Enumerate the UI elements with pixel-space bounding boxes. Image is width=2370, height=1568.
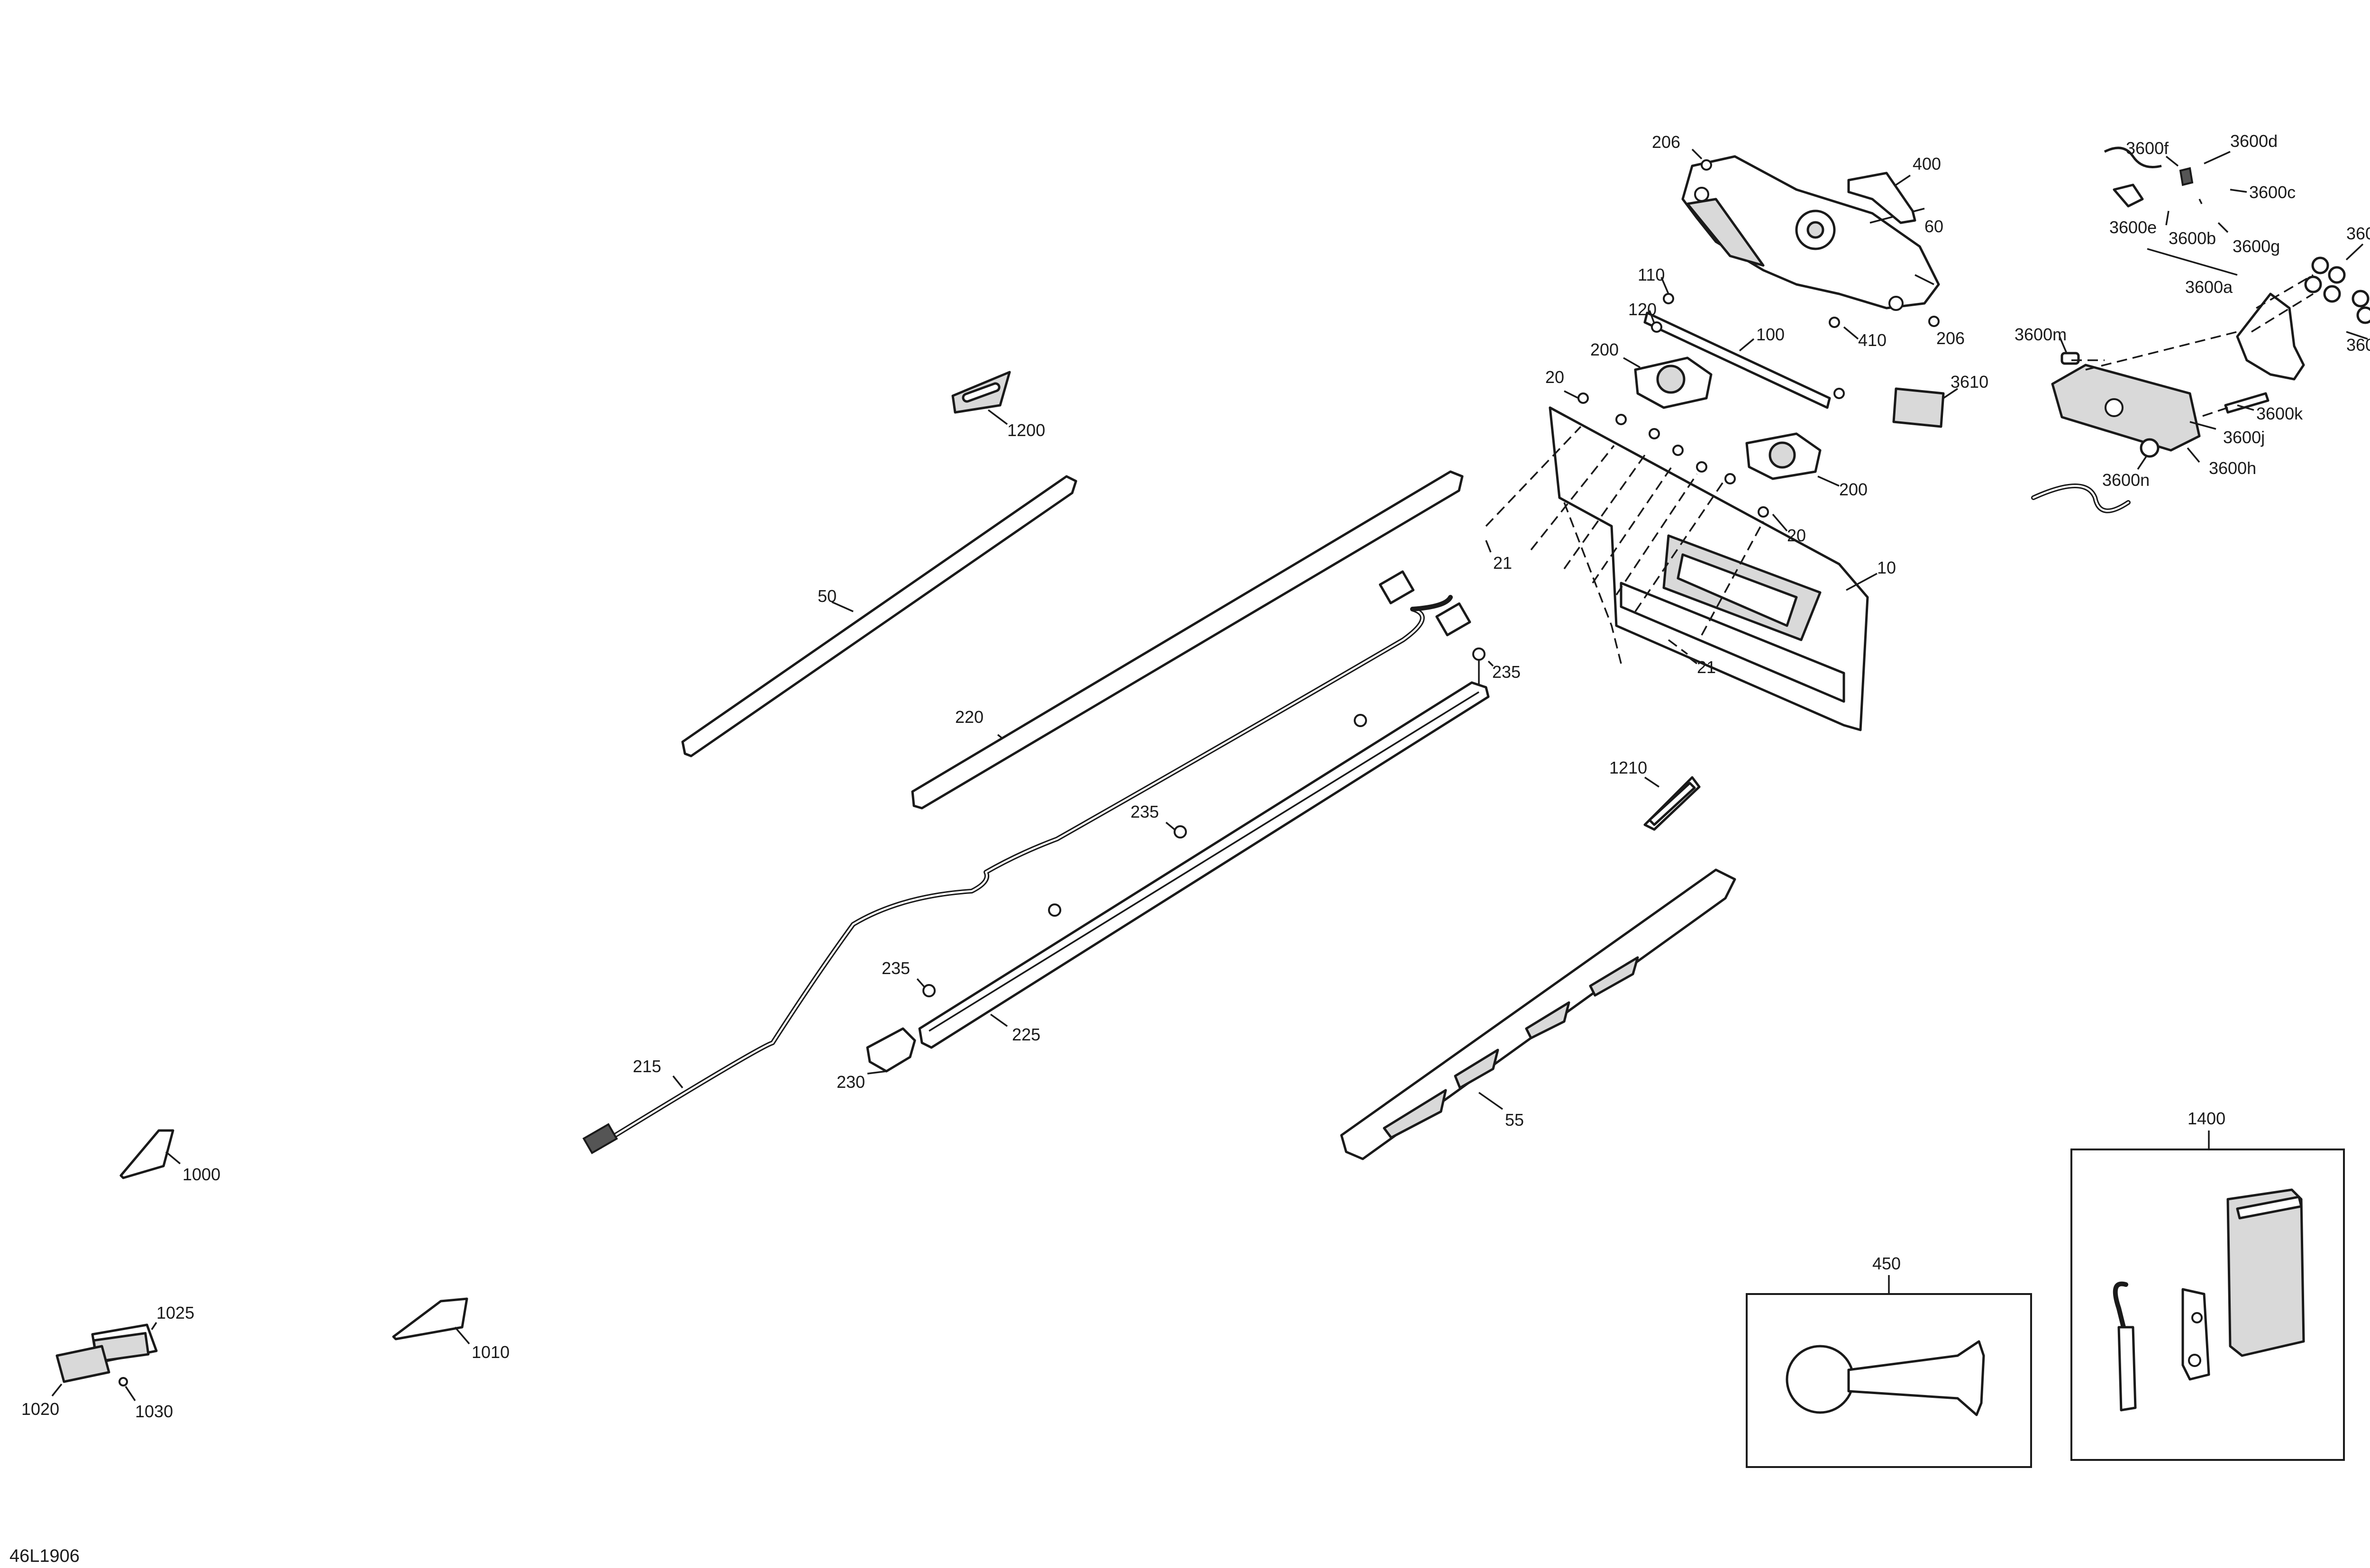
- callout-215: 215: [633, 1057, 661, 1076]
- callout-3600j: 3600j: [2223, 428, 2265, 447]
- callout-410: 410: [1858, 330, 1887, 350]
- callout-200-bottom: 200: [1839, 480, 1868, 499]
- callout-110: 110: [1638, 265, 1665, 284]
- callout-labels: 206 400 60 110 120 100 410 206 200 200 2…: [21, 131, 2370, 1421]
- callout-1025: 1025: [156, 1303, 194, 1322]
- part-10-main-panel: [1549, 406, 1878, 731]
- part-220-trim-strip: [911, 470, 1464, 810]
- part-3610-block: [1892, 387, 1958, 428]
- part-20-21-fasteners: [1485, 390, 1788, 665]
- callout-3600p: 3600p: [2346, 224, 2370, 243]
- part-50-trim-strip: [681, 475, 1077, 757]
- callout-3600d: 3600d: [2230, 131, 2278, 151]
- callout-1210: 1210: [1609, 758, 1647, 777]
- callout-3600m: 3600m: [2014, 325, 2067, 344]
- callout-120: 120: [1628, 300, 1657, 319]
- callout-1400: 1400: [2188, 1109, 2225, 1128]
- part-1400-toolkit-box: [2070, 1130, 2345, 1461]
- part-206-screws: [1691, 148, 1940, 340]
- callout-3600a: 3600a: [2185, 277, 2233, 297]
- callout-20-top: 20: [1545, 367, 1564, 387]
- callout-3610: 3610: [1951, 372, 1988, 392]
- callout-1200: 1200: [1007, 420, 1045, 440]
- part-230-clip: [866, 1027, 916, 1075]
- part-100-bracket-bar: [1643, 277, 1845, 409]
- callout-220: 220: [955, 707, 984, 727]
- callout-10: 10: [1877, 558, 1896, 577]
- callout-200-top: 200: [1590, 340, 1619, 359]
- part-225-rail: [918, 681, 1490, 1049]
- callout-55: 55: [1505, 1110, 1524, 1130]
- callout-3600k: 3600k: [2256, 404, 2303, 423]
- part-1000-decal: [119, 1129, 181, 1179]
- part-3600-assembly: [2031, 146, 2370, 513]
- callout-1030: 1030: [135, 1402, 173, 1421]
- callout-3600n-bottom: 3600n: [2102, 470, 2150, 490]
- callout-1010: 1010: [472, 1342, 510, 1362]
- callout-235-left: 235: [882, 958, 910, 978]
- callout-100: 100: [1756, 325, 1785, 344]
- part-450-horn-box: [1746, 1275, 2032, 1468]
- part-1020-cover: [51, 1345, 110, 1397]
- part-215-wire-harness: [582, 570, 1471, 1155]
- callout-225: 225: [1012, 1025, 1040, 1044]
- callout-1000: 1000: [182, 1165, 220, 1184]
- callout-60: 60: [1924, 217, 1943, 236]
- callout-400: 400: [1913, 154, 1941, 173]
- part-55-side-panel: [1340, 868, 1736, 1160]
- callout-3600g: 3600g: [2233, 237, 2280, 256]
- part-1210-bracket: [1643, 776, 1701, 831]
- callout-230: 230: [837, 1072, 865, 1092]
- callout-235-right: 235: [1492, 662, 1521, 682]
- callout-3600c: 3600c: [2249, 182, 2296, 202]
- part-1010-decal: [392, 1297, 470, 1345]
- part-400-handle: [1847, 172, 1916, 224]
- callout-235-middle: 235: [1130, 802, 1159, 821]
- callout-3600b: 3600b: [2169, 228, 2216, 248]
- part-200-latches: [1623, 356, 1840, 487]
- callout-1020: 1020: [21, 1399, 59, 1419]
- part-1030-screw: [118, 1377, 136, 1401]
- callout-21-bottom: 21: [1697, 657, 1716, 677]
- part-235-screws: [916, 647, 1494, 997]
- part-60-top-housing: [1681, 155, 1940, 311]
- callout-206-top: 206: [1652, 132, 1680, 152]
- callout-21-left: 21: [1493, 553, 1512, 573]
- callout-450: 450: [1872, 1254, 1901, 1273]
- callout-50: 50: [818, 586, 837, 606]
- callout-20-right: 20: [1787, 526, 1806, 545]
- callout-3600h: 3600h: [2209, 458, 2256, 478]
- callout-3600n-right: 3600n: [2346, 335, 2370, 355]
- callout-206-right: 206: [1936, 328, 1965, 348]
- callout-3600e: 3600e: [2109, 218, 2157, 237]
- part-1200-badge: [951, 371, 1011, 425]
- callout-3600f: 3600f: [2126, 138, 2169, 158]
- diagram-reference-code: 46L1906: [9, 1546, 80, 1566]
